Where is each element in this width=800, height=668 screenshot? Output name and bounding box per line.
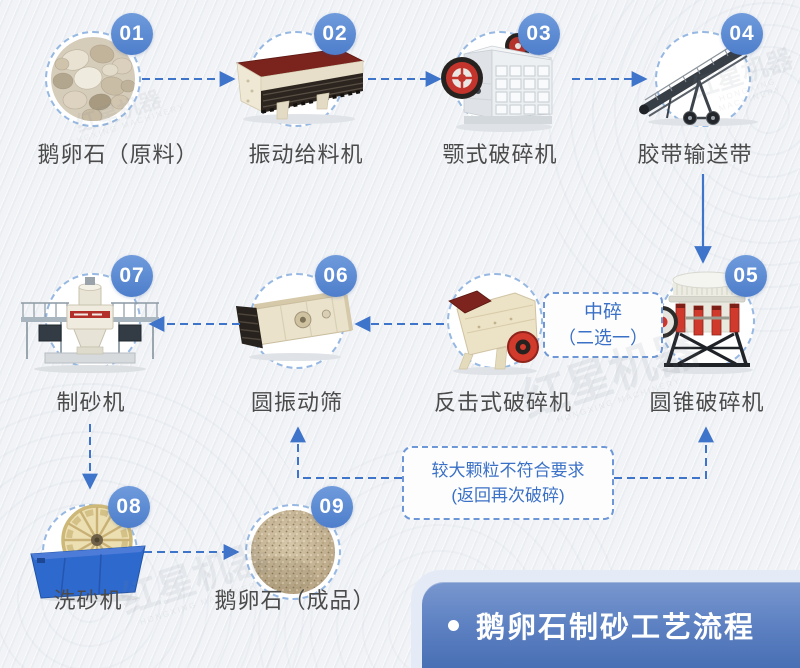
- medium-crush-line2: （二选一）: [558, 327, 648, 348]
- station-label: 制砂机: [56, 390, 126, 415]
- diagram-title: 鹅卵石制砂工艺流程: [476, 612, 756, 644]
- step-number-badge: 03: [518, 13, 560, 55]
- step-number-badge: 07: [111, 255, 153, 297]
- medium-crush-callout: 中碎 （二选一）: [543, 292, 663, 358]
- step-number-badge: 06: [315, 255, 357, 297]
- station-label: 圆振动筛: [250, 390, 343, 415]
- oversize-return-line1: 较大颗粒不符合要求: [431, 461, 585, 480]
- step-number-badge: 08: [108, 486, 150, 528]
- oversize-return-line2: (返回再次破碎): [451, 486, 565, 505]
- station-label: 鹅卵石（成品）: [214, 588, 376, 613]
- step-number-badge: 01: [111, 13, 153, 55]
- station-circle-impact: [447, 273, 543, 369]
- station-label: 反击式破碎机: [433, 390, 572, 415]
- title-banner: 鹅卵石制砂工艺流程: [411, 570, 800, 668]
- arrow-return-to-screen: [290, 426, 402, 479]
- bullet-icon: [448, 619, 459, 631]
- oversize-return-callout: 较大颗粒不符合要求 (返回再次破碎): [402, 446, 614, 520]
- step-number-badge: 09: [311, 486, 353, 528]
- arrow-return-to-cone: [614, 426, 714, 479]
- station-label: 胶带输送带: [637, 142, 753, 167]
- step-number-badge: 02: [314, 13, 356, 55]
- step-number-badge: 05: [725, 255, 767, 297]
- medium-crush-line1: 中碎: [583, 301, 622, 323]
- step-number-badge: 04: [721, 13, 763, 55]
- title-banner-inner: 鹅卵石制砂工艺流程: [422, 582, 800, 668]
